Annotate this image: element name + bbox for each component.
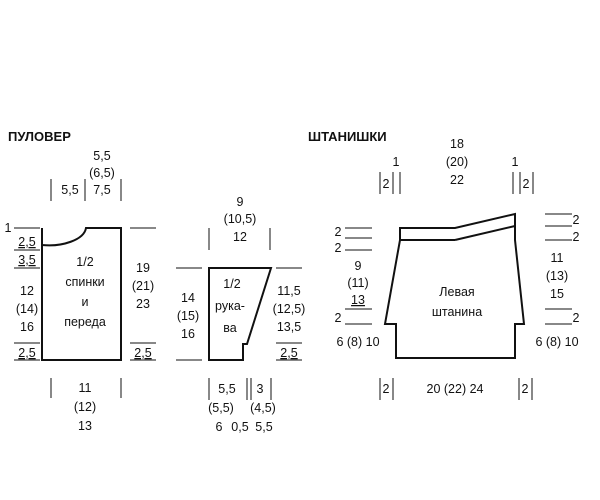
pullover-title: ПУЛОВЕР	[8, 129, 71, 144]
shorts-top-side-right: 1	[512, 155, 519, 169]
pullover-top-total-alt: (6,5)	[89, 166, 115, 180]
sleeve-label-2: рука-	[215, 299, 245, 313]
pullover-left-f: 16	[20, 320, 34, 334]
shorts-left-e: 13	[351, 293, 365, 307]
pullover-bottom-c: 13	[78, 419, 92, 433]
sleeve-right-a: 11,5	[277, 284, 300, 298]
shorts-bottom-mark-right: 2	[522, 382, 529, 396]
shorts-right-d: (13)	[546, 269, 568, 283]
shorts-top-mark-left: 2	[383, 177, 390, 191]
sleeve-bottom-a1: 5,5	[218, 382, 235, 396]
shorts-bottom-mark-left: 2	[383, 382, 390, 396]
shorts-label-2: штанина	[432, 305, 482, 319]
sleeve-bottom-c3: 5,5	[255, 420, 272, 434]
pullover-label-3: и	[82, 295, 89, 309]
pullover-label-4: переда	[64, 315, 106, 329]
pullover-bottom-a: 11	[79, 381, 92, 395]
sleeve-top-c: 12	[233, 230, 247, 244]
sleeve-bottom-b2: (4,5)	[250, 401, 276, 415]
sleeve-bottom-c2: 0,5	[231, 420, 248, 434]
shorts-left-a: 2	[335, 225, 342, 239]
pullover-left-a: 1	[5, 221, 12, 235]
shorts-bottom-a: 20 (22) 24	[427, 382, 484, 396]
shorts-right-g: 6 (8) 10	[535, 335, 578, 349]
sleeve-right-d: 2,5	[280, 346, 297, 360]
sleeve-top-b: (10,5)	[224, 212, 257, 226]
shorts-top-b: (20)	[446, 155, 468, 169]
sleeve-right-c: 13,5	[277, 320, 301, 334]
pullover-left-b: 2,5	[18, 235, 35, 249]
shorts-right-a: 2	[573, 213, 580, 227]
shorts-right-c: 11	[551, 251, 564, 265]
pullover-left-d: 12	[20, 284, 34, 298]
pullover-right-d: 2,5	[134, 346, 151, 360]
shorts-left-c: 9	[355, 259, 362, 273]
pullover-top-shoulder: 7,5	[93, 183, 110, 197]
pullover-right-a: 19	[136, 261, 150, 275]
shorts-waist-band-right	[454, 225, 516, 241]
sleeve-label-1: 1/2	[223, 277, 240, 291]
pullover-top-total: 5,5	[93, 149, 110, 163]
pullover-shape	[41, 227, 122, 361]
shorts-left-b: 2	[335, 241, 342, 255]
sleeve-label-3: ва	[223, 321, 237, 335]
shorts-shape	[383, 212, 526, 359]
shorts-label-1: Левая	[439, 285, 474, 299]
sleeve-bottom-c1: 6	[216, 420, 223, 434]
shorts-top-c: 22	[450, 173, 464, 187]
pullover-top-neck: 5,5	[61, 183, 78, 197]
shorts-title: ШТАНИШКИ	[308, 129, 387, 144]
pullover-right-c: 23	[136, 297, 150, 311]
pullover-left-c: 3,5	[18, 253, 35, 267]
pullover-label-1: 1/2	[76, 255, 93, 269]
shorts-right-b: 2	[573, 230, 580, 244]
shorts-right-f: 2	[573, 311, 580, 325]
sleeve-bottom-a2: 3	[257, 382, 264, 396]
pullover-bottom-b: (12)	[74, 400, 96, 414]
shorts-right-e: 15	[550, 287, 564, 301]
sleeve-left-a: 14	[181, 291, 195, 305]
pullover-label-2: спинки	[65, 275, 104, 289]
sleeve-shape	[208, 267, 273, 361]
shorts-left-f: 2	[335, 311, 342, 325]
sleeve-right-b: (12,5)	[273, 302, 306, 316]
sleeve-left-c: 16	[181, 327, 195, 341]
pullover-right-b: (21)	[132, 279, 154, 293]
pullover-left-g: 2,5	[18, 346, 35, 360]
pullover-left-e: (14)	[16, 302, 38, 316]
shorts-top-mark-right: 2	[523, 177, 530, 191]
shorts-left-d: (11)	[347, 276, 368, 290]
shorts-top-a: 18	[450, 137, 464, 151]
sleeve-bottom-b1: (5,5)	[208, 401, 234, 415]
sleeve-top-a: 9	[237, 195, 244, 209]
shorts-top-side-left: 1	[393, 155, 400, 169]
shorts-left-g: 6 (8) 10	[336, 335, 379, 349]
sleeve-left-b: (15)	[177, 309, 199, 323]
